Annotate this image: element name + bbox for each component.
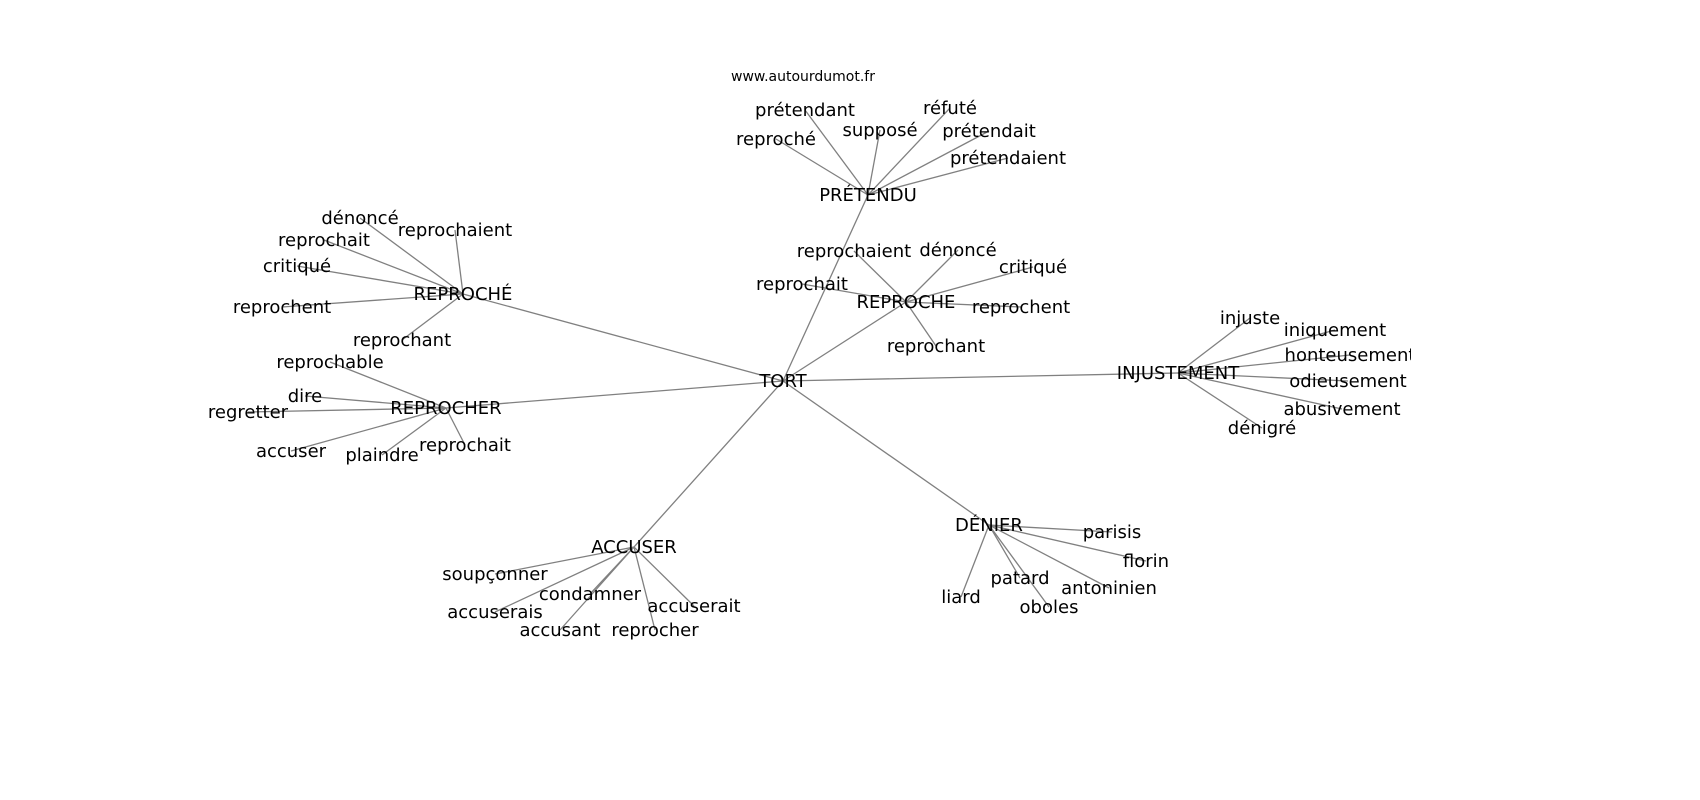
graph-edge — [988, 524, 1113, 533]
node-label[interactable]: antoninien — [1061, 578, 1157, 599]
graph-edge — [281, 293, 464, 308]
graph-edge — [782, 301, 907, 382]
graph-edge — [1177, 372, 1349, 382]
node-label[interactable]: INJUSTEMENT — [1117, 363, 1240, 384]
node-label[interactable]: parisis — [1083, 522, 1142, 543]
graph-edge — [853, 250, 907, 303]
node-label[interactable]: reprochable — [276, 352, 383, 373]
graph-edge — [905, 301, 937, 347]
graph-edge — [247, 407, 447, 413]
node-label[interactable]: accuserais — [447, 602, 543, 623]
node-label[interactable]: reprochent — [233, 297, 331, 318]
graph-edge — [1177, 372, 1263, 429]
node-label[interactable]: REPROCHER — [390, 398, 501, 419]
node-label[interactable]: florin — [1123, 551, 1169, 572]
node-label[interactable]: supposé — [842, 120, 917, 141]
graph-edge — [445, 407, 466, 446]
node-label[interactable]: accusant — [519, 620, 600, 641]
graph-edge — [867, 129, 881, 196]
node-label[interactable]: reprochait — [419, 435, 511, 456]
node-label[interactable]: reprocher — [611, 620, 699, 641]
node-label[interactable]: ACCUSER — [591, 537, 677, 558]
node-label[interactable]: plaindre — [345, 445, 418, 466]
node-label[interactable]: dénigré — [1228, 418, 1296, 439]
node-label[interactable]: prétendant — [755, 100, 855, 121]
graph-edge — [462, 293, 784, 382]
node-label[interactable]: reprochaient — [797, 241, 911, 262]
graph-edge — [323, 239, 464, 295]
graph-edge — [1177, 329, 1336, 374]
node-label[interactable]: REPROCHE — [857, 292, 956, 313]
node-label[interactable]: PRÉTENDU — [819, 184, 917, 206]
site-title: www.autourdumot.fr — [731, 69, 875, 85]
node-label[interactable]: reprochent — [972, 297, 1070, 318]
graph-edge — [905, 301, 1022, 308]
graph-edge — [867, 157, 1009, 196]
graph-edge — [296, 265, 464, 295]
node-label[interactable]: oboles — [1020, 597, 1079, 618]
graph-edge — [867, 107, 951, 196]
graph-edge — [905, 266, 1034, 303]
graph-edge — [494, 546, 635, 575]
graph-edge — [633, 546, 656, 631]
graph-edge — [775, 138, 869, 196]
graph-edge — [445, 380, 784, 409]
node-label[interactable]: soupçonner — [442, 564, 548, 585]
central-node-label[interactable]: TORT — [758, 371, 807, 392]
node-label[interactable]: accuserait — [647, 596, 740, 617]
graph-edge — [804, 109, 869, 196]
graph-edge — [960, 524, 990, 598]
node-label[interactable]: prétendait — [942, 121, 1036, 142]
graph-edge — [1177, 372, 1343, 410]
node-label[interactable]: liard — [941, 587, 981, 608]
graph-edge — [559, 546, 635, 631]
node-label[interactable]: patard — [990, 568, 1049, 589]
graph-edge — [782, 372, 1179, 382]
node-label[interactable]: accuser — [256, 441, 327, 462]
node-label[interactable]: injuste — [1220, 308, 1280, 329]
graph-edge — [359, 217, 464, 295]
node-label[interactable]: reprochant — [353, 330, 451, 351]
node-label[interactable]: critiqué — [263, 256, 331, 277]
node-label[interactable]: REPROCHÉ — [414, 283, 513, 305]
node-label[interactable]: reproché — [736, 129, 816, 150]
node-label[interactable]: DÉNIER — [955, 514, 1023, 536]
node-label[interactable]: prétendaient — [950, 148, 1066, 169]
node-label[interactable]: honteusement — [1285, 345, 1416, 366]
node-label[interactable]: critiqué — [999, 257, 1067, 278]
node-label[interactable]: regretter — [208, 402, 289, 423]
graph-edge — [1177, 354, 1351, 374]
node-label[interactable]: dénoncé — [919, 240, 996, 261]
graph-edge — [988, 524, 1110, 589]
node-label[interactable]: reprochait — [756, 274, 848, 295]
graph-edge — [1177, 317, 1251, 374]
graph-edge — [633, 380, 784, 548]
node-label[interactable]: condamner — [539, 584, 642, 605]
node-label[interactable]: dénoncé — [321, 208, 398, 229]
graph-edge — [633, 546, 695, 607]
graph-edge — [304, 395, 447, 409]
node-label[interactable]: odieusement — [1289, 371, 1406, 392]
graph-edge — [290, 407, 447, 452]
graph-edge — [401, 293, 464, 341]
node-label[interactable]: iniquement — [1284, 320, 1386, 341]
node-label[interactable]: reprochaient — [398, 220, 512, 241]
graph-edge — [988, 524, 1050, 608]
graph-edge — [801, 283, 907, 303]
node-label[interactable]: dire — [288, 386, 323, 407]
graph-edge — [329, 361, 447, 409]
node-label[interactable]: reprochant — [887, 336, 985, 357]
graph-edge — [905, 249, 959, 303]
graph-edge — [867, 130, 990, 196]
graph-edge — [782, 380, 990, 526]
node-label[interactable]: reprochait — [278, 230, 370, 251]
graph-edge — [988, 524, 1021, 579]
node-label[interactable]: réfuté — [923, 98, 977, 119]
graph-edge — [454, 229, 464, 295]
graph-edge — [381, 407, 447, 456]
node-label[interactable]: abusivement — [1283, 399, 1400, 420]
graph-edge — [494, 546, 635, 613]
graph-edge — [988, 524, 1147, 562]
